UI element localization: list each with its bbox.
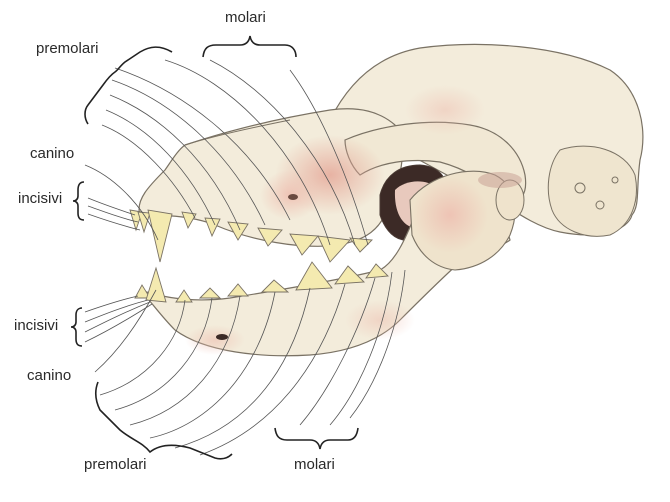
brace-bottom-molari — [275, 428, 358, 449]
braces — [71, 36, 358, 459]
brace-lower-incisivi — [71, 308, 82, 346]
label-top-molari: molari — [225, 9, 266, 26]
occipital-region — [548, 146, 636, 236]
label-top-premolari: premolari — [36, 40, 99, 57]
label-upper-incisivi: incisivi — [18, 190, 62, 207]
label-lower-canino: canino — [27, 367, 71, 384]
brace-top-premolari — [85, 47, 172, 124]
brace-top-molari — [203, 36, 296, 57]
label-bottom-premolari: premolari — [84, 456, 147, 473]
label-bottom-molari: molari — [294, 456, 335, 473]
brace-bottom-premolari — [96, 382, 232, 459]
brace-upper-incisivi — [73, 182, 84, 220]
label-upper-canino: canino — [30, 145, 74, 162]
label-lower-incisivi: incisivi — [14, 317, 58, 334]
